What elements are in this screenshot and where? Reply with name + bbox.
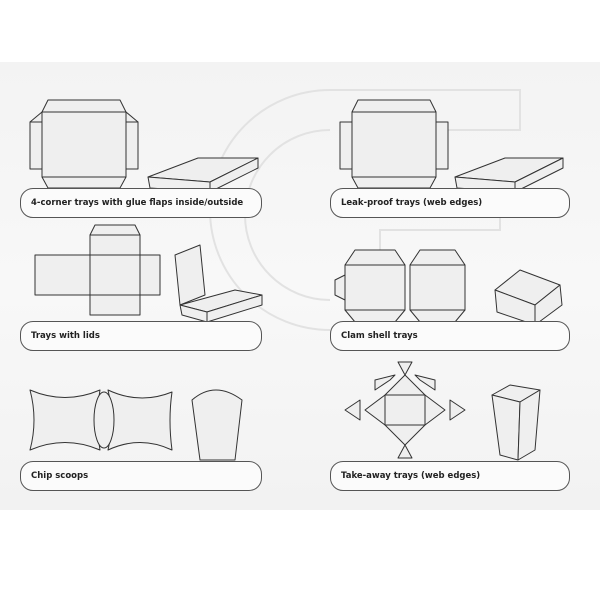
tray-with-lid-flat-drawing: [34, 224, 161, 316]
label-four-corner-trays: 4-corner trays with glue flaps inside/ou…: [20, 188, 262, 218]
chip-scoop-assembled-drawing: [191, 389, 243, 461]
label-take-away-trays: Take-away trays (web edges): [330, 461, 570, 491]
label-trays-with-lids: Trays with lids: [20, 321, 262, 351]
take-away-flat-drawing: [344, 361, 466, 459]
four-corner-tray-flat-drawing: [29, 99, 139, 189]
clam-shell-assembled-drawing: [494, 269, 563, 326]
leak-proof-tray-assembled-drawing: [454, 157, 564, 193]
label-clam-shell-trays: Clam shell trays: [330, 321, 570, 351]
leak-proof-tray-flat-drawing: [339, 99, 449, 189]
label-chip-scoops: Chip scoops: [20, 461, 262, 491]
four-corner-tray-assembled-drawing: [147, 157, 259, 193]
take-away-assembled-drawing: [491, 384, 541, 461]
clam-shell-flat-drawing: [334, 249, 466, 323]
label-leak-proof-trays: Leak-proof trays (web edges): [330, 188, 570, 218]
chip-scoop-flat-drawing: [29, 389, 173, 451]
tray-with-lid-assembled-drawing: [174, 244, 263, 323]
